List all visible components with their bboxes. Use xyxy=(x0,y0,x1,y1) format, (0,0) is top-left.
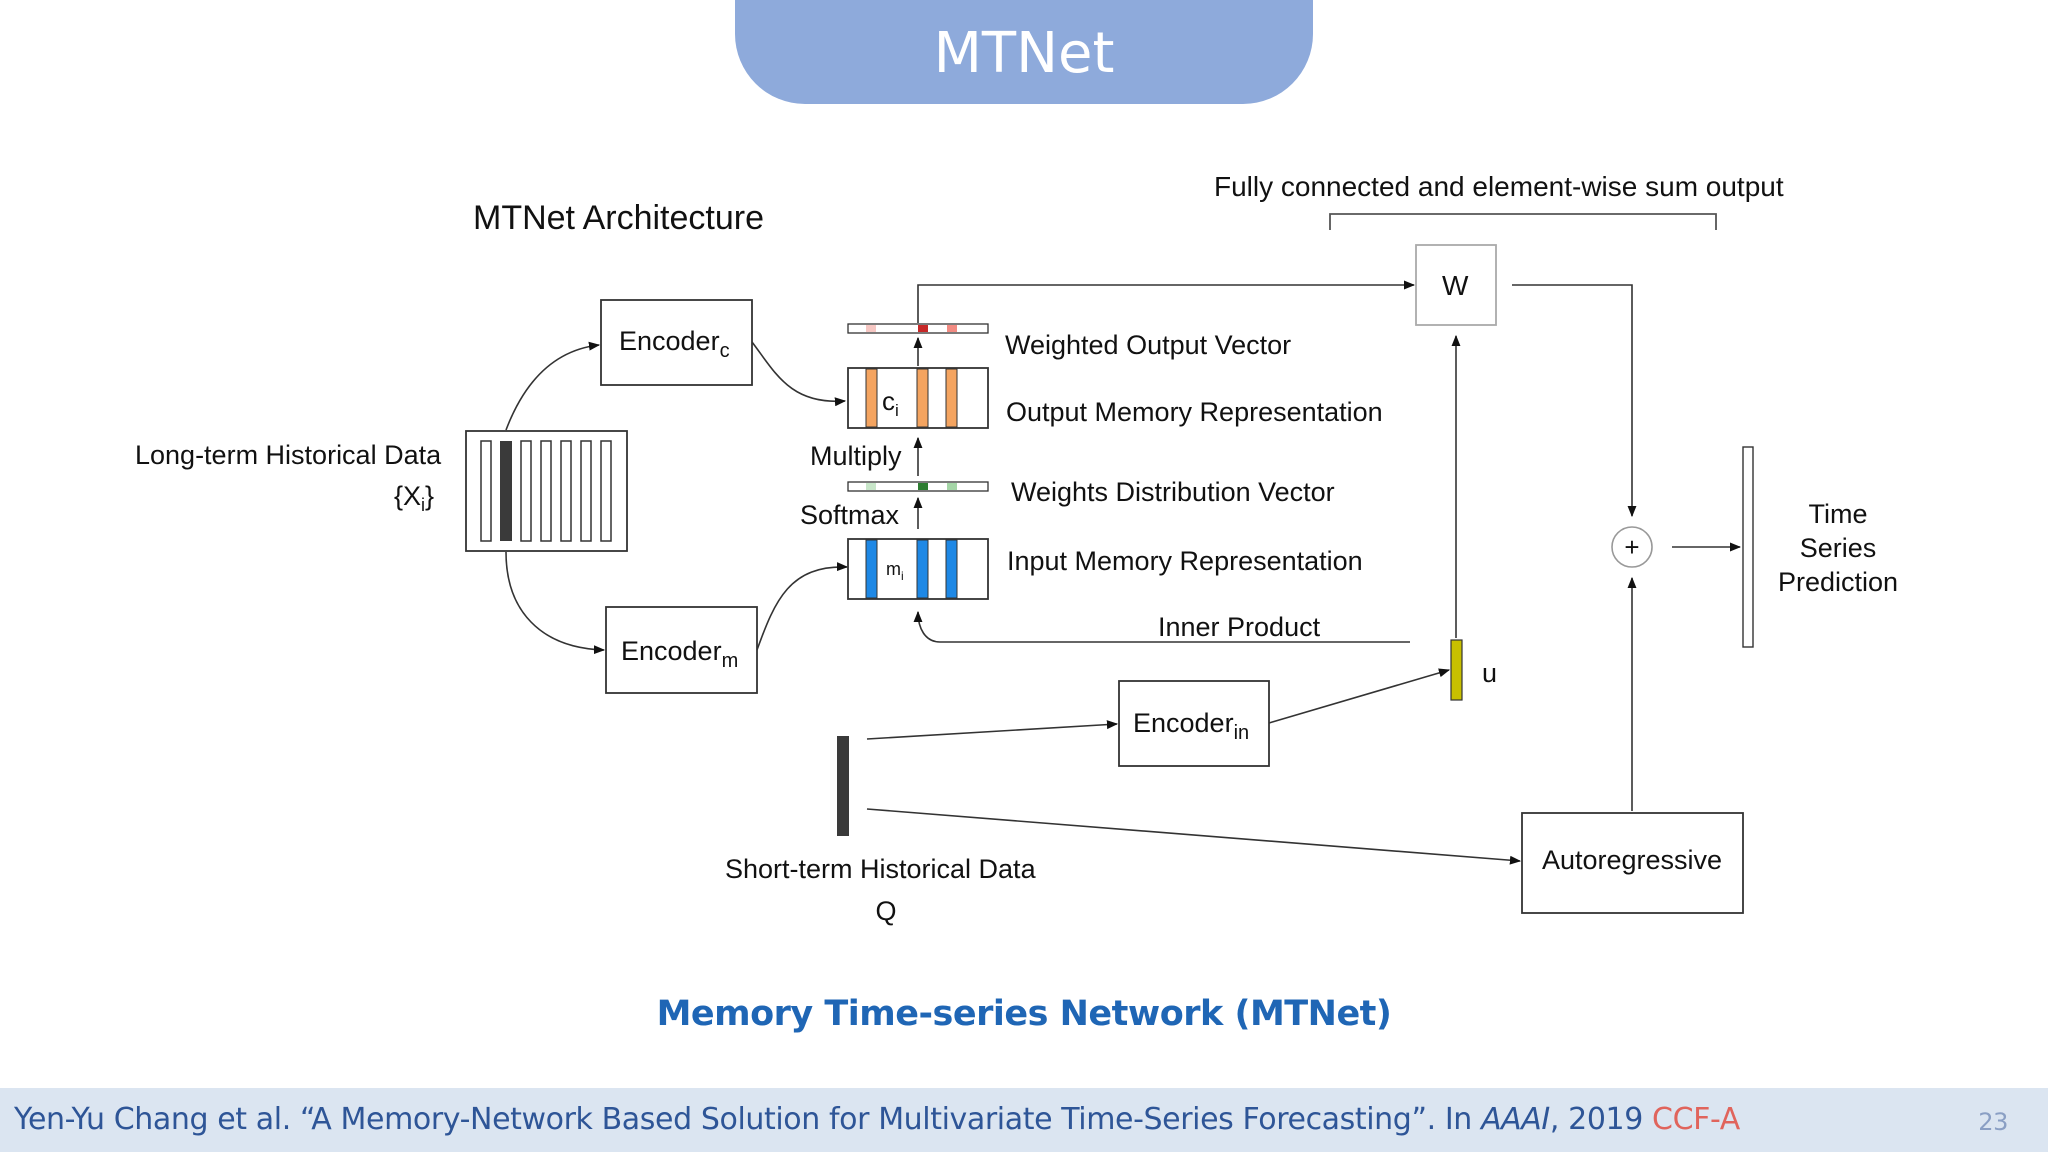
weights-cell-strong xyxy=(918,483,928,490)
sum-node xyxy=(1611,526,1653,568)
encoder-c-label: Encoderc xyxy=(619,326,730,362)
arrow-weighted-to-w xyxy=(917,280,1416,323)
arrow-history-to-encoder-c xyxy=(505,341,601,431)
long-term-label: Long-term Historical Data xyxy=(135,440,442,470)
softmax-label: Softmax xyxy=(800,500,900,530)
ccf-badge: CCF-A xyxy=(1652,1102,1740,1137)
output-memory-stripe xyxy=(865,368,878,428)
autoregressive-label: Autoregressive xyxy=(1542,845,1722,875)
short-term-label: Short-term Historical Data xyxy=(725,854,1037,884)
history-column xyxy=(600,440,612,542)
weighted-cell-strong xyxy=(918,325,928,332)
architecture-title: MTNet Architecture xyxy=(473,199,764,237)
output-memory-stripe xyxy=(945,368,958,428)
output-memory-label: Output Memory Representation xyxy=(1006,397,1383,427)
multiply-label: Multiply xyxy=(810,441,902,471)
inner-product-label: Inner Product xyxy=(1158,612,1321,642)
u-label: u xyxy=(1482,658,1497,688)
arrow-encoder-in-to-u xyxy=(1268,668,1451,724)
top-label: Fully connected and element-wise sum out… xyxy=(1214,171,1784,202)
citation-year: , 2019 xyxy=(1549,1102,1653,1137)
plus-label: + xyxy=(1624,532,1639,562)
m-i-label: mi xyxy=(886,559,904,583)
weighted-cell-faint xyxy=(866,325,876,332)
arrow-short-to-autoregressive xyxy=(866,808,1522,865)
input-memory-stripe xyxy=(916,539,929,599)
arrow-encoder-m-to-input-memory xyxy=(756,562,849,651)
arrow-short-to-encoder-in xyxy=(866,720,1119,740)
prediction-line-2: Series xyxy=(1800,533,1877,563)
history-column xyxy=(520,440,532,542)
footer-bar: Yen-Yu Chang et al. “A Memory-Network Ba… xyxy=(0,1088,2048,1152)
mtnet-diagram: MTNet Architecture Fully connected and e… xyxy=(135,171,1898,926)
prediction-line-1: Time xyxy=(1809,499,1868,529)
encoder-m-label: Encoderm xyxy=(621,636,738,672)
long-term-symbol: {Xi} xyxy=(394,481,434,515)
encoder-in-label: Encoderin xyxy=(1133,708,1249,744)
weights-cell-light xyxy=(866,483,876,490)
citation-venue: AAAI xyxy=(1481,1102,1550,1137)
arrow-history-to-encoder-m xyxy=(505,551,606,655)
history-column-highlight xyxy=(500,441,512,541)
history-column xyxy=(580,440,592,542)
arrow-encoder-c-to-output-memory xyxy=(751,341,847,407)
input-memory-stripe xyxy=(945,539,958,599)
w-box xyxy=(1415,244,1497,326)
citation: Yen-Yu Chang et al. “A Memory-Network Ba… xyxy=(14,1102,1740,1137)
short-term-symbol: Q xyxy=(875,896,896,926)
history-column xyxy=(540,440,552,542)
slide-caption: Memory Time-series Network (MTNet) xyxy=(656,994,1392,1034)
u-vector xyxy=(1450,639,1463,701)
weighted-output-label: Weighted Output Vector xyxy=(1005,330,1291,360)
w-label: W xyxy=(1442,270,1469,301)
output-memory-stripe xyxy=(916,368,929,428)
input-memory-label: Input Memory Representation xyxy=(1007,546,1363,576)
weights-cell-light xyxy=(947,483,957,490)
title-tab: MTNet xyxy=(735,0,1313,104)
short-term-vector xyxy=(837,736,849,836)
c-i-label: ci xyxy=(882,386,899,420)
history-column xyxy=(560,440,572,542)
top-bracket xyxy=(1329,213,1717,230)
encoder-in-box xyxy=(1118,680,1270,767)
encoder-m-box xyxy=(605,606,758,694)
history-column xyxy=(480,440,492,542)
citation-text: Yen-Yu Chang et al. “A Memory-Network Ba… xyxy=(14,1102,1482,1137)
arrow-inner-product xyxy=(913,610,1410,643)
arrow-w-to-sum xyxy=(1512,284,1637,518)
autoregressive-box xyxy=(1521,812,1744,914)
page-number: 23 xyxy=(1978,1108,2008,1136)
weights-distribution-label: Weights Distribution Vector xyxy=(1011,477,1335,507)
slide-title: MTNet xyxy=(933,20,1115,86)
prediction-vector xyxy=(1742,446,1754,648)
input-memory-stripe xyxy=(865,539,878,599)
prediction-line-3: Prediction xyxy=(1778,567,1898,597)
weighted-cell-light xyxy=(947,325,957,332)
